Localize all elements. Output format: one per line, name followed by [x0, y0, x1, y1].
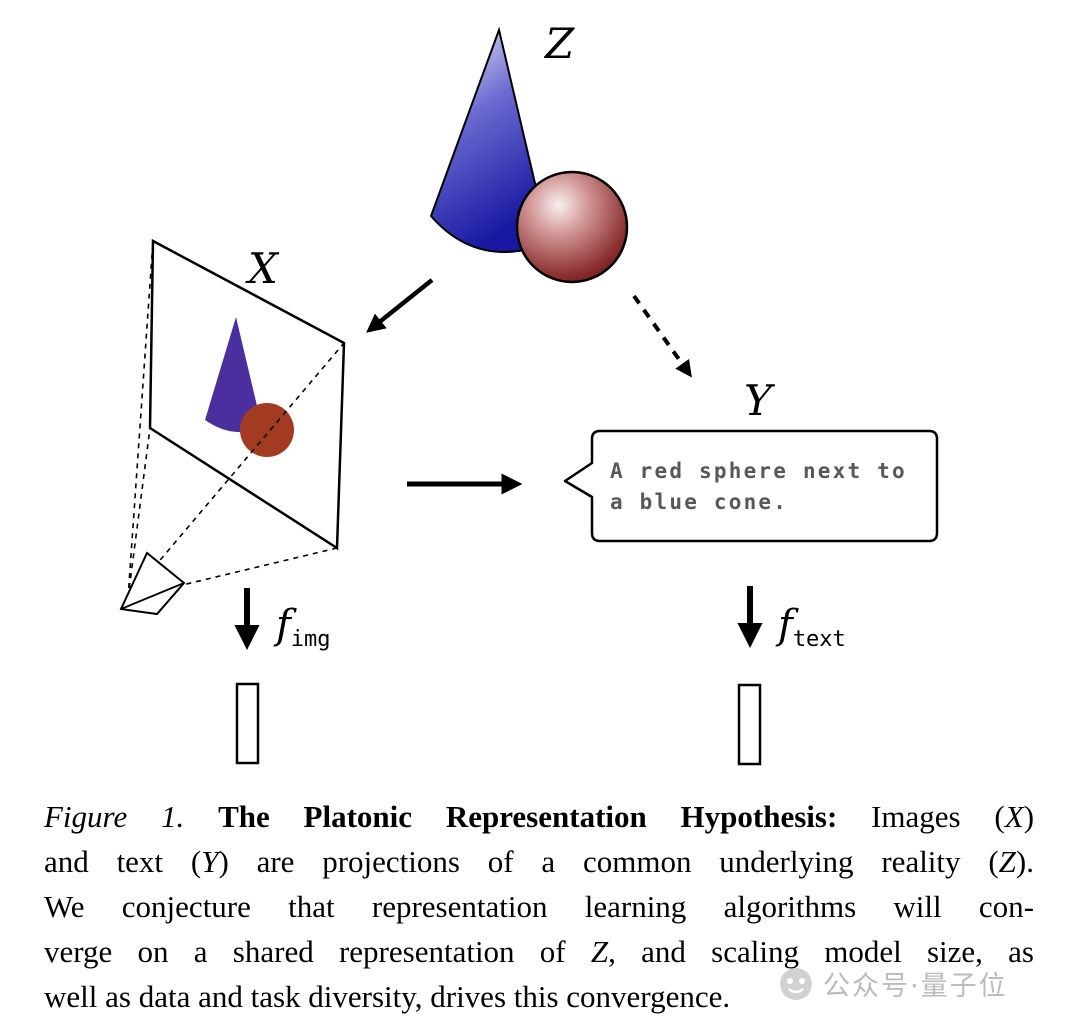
caption-line: well as data and task diversity, drives … — [44, 974, 1034, 1019]
speech-bubble-text-line1: A red sphere next to — [610, 459, 907, 483]
camera-ray — [127, 427, 151, 599]
caption-line: Figure 1. The Platonic Representation Hy… — [44, 794, 1034, 839]
caption-segment: ) are projections of a common underlying… — [218, 844, 999, 879]
math-var: X — [1004, 799, 1024, 834]
label-f-img: fimg — [273, 602, 331, 652]
camera-pinhole-edge — [120, 582, 185, 610]
speech-bubble-text-line2: a blue cone. — [610, 490, 788, 514]
watermark: 公众号·量子位 — [778, 964, 1008, 1003]
caption-segment: ) — [1023, 799, 1035, 834]
camera-pinhole — [119, 551, 186, 616]
caption-line: and text (Y) are projections of a common… — [44, 839, 1034, 884]
caption-segment: well as data and task diversity, drives … — [44, 979, 731, 1014]
figure-number: Figure 1. — [44, 799, 219, 834]
caption-line: verge on a shared representation of Z, a… — [44, 929, 1034, 974]
figure-diagram: Z X Y fimg ftext A red sphere next to a … — [119, 19, 939, 766]
caption-line: We conjecture that representation learni… — [44, 884, 1034, 929]
embedding-vector-text — [737, 683, 762, 766]
caption-segment: Images ( — [837, 799, 1005, 834]
caption-title: The Platonic Representation Hypothesis: — [218, 799, 838, 834]
math-var: Y — [201, 844, 219, 879]
label-y: Y — [744, 376, 776, 425]
math-var: Z — [590, 934, 609, 969]
caption-segment: ). — [1015, 844, 1034, 879]
figure-caption: Figure 1. The Platonic Representation Hy… — [44, 794, 1034, 1019]
arrow-z-to-x — [366, 278, 434, 333]
label-z: Z — [543, 19, 575, 68]
label-x: X — [245, 244, 280, 293]
caption-segment: We conjecture that representation learni… — [44, 889, 1034, 924]
sphere-2d — [240, 403, 294, 457]
embedding-vector-img — [235, 682, 260, 765]
ghost-icon — [780, 967, 812, 1000]
caption-segment: and text ( — [44, 844, 202, 879]
caption-segment: , and scaling model size, as — [608, 934, 1034, 969]
caption-segment: verge on a shared representation of — [44, 934, 591, 969]
label-f-text: ftext — [775, 602, 846, 652]
math-var: Z — [998, 844, 1016, 879]
sphere-3d — [515, 170, 629, 284]
speech-bubble — [563, 429, 939, 543]
arrow-z-to-y-dashed — [632, 294, 692, 378]
watermark-text: 公众号·量子位 — [823, 971, 1008, 1002]
cone-2d — [205, 317, 262, 433]
camera-rays — [127, 240, 345, 599]
